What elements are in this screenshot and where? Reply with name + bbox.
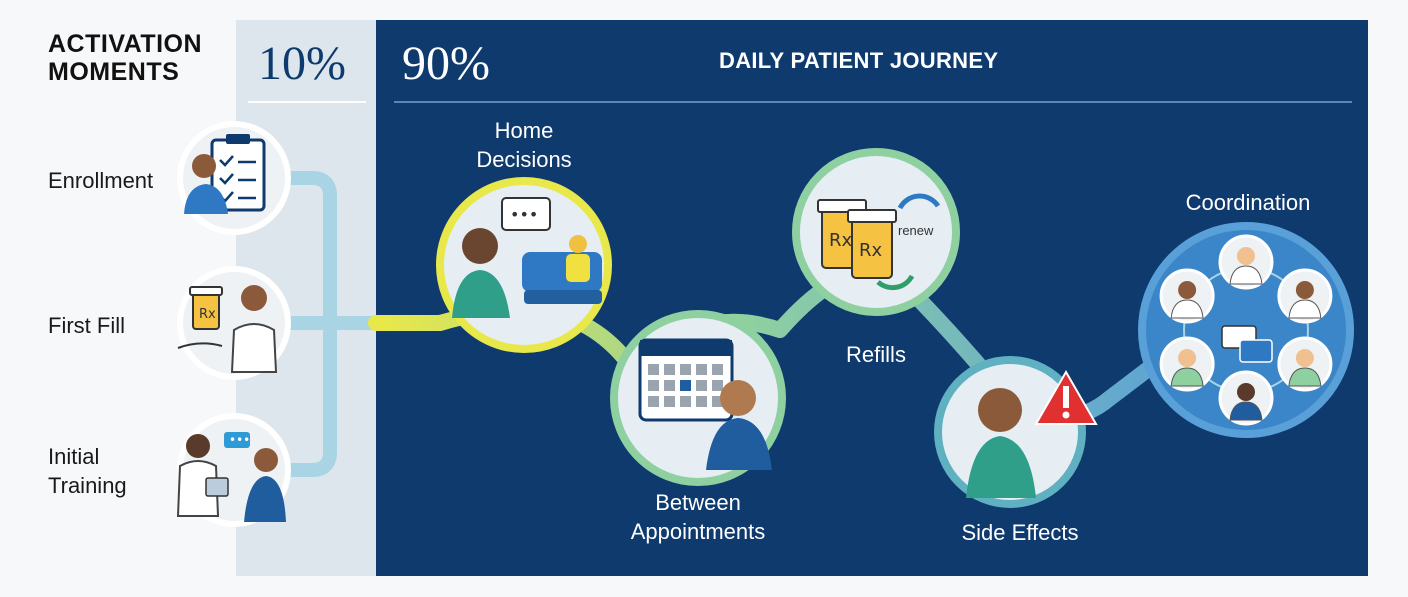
calendar-day-cell — [648, 364, 659, 375]
care-team-member-icon — [1277, 336, 1333, 392]
coordination-label: Coordination — [1185, 190, 1311, 215]
initial-training-label-line2: Training — [48, 473, 127, 498]
care-team-member-icon — [1218, 234, 1274, 290]
activation-title-line1: ACTIVATION — [48, 30, 203, 58]
calendar-day-cell — [712, 364, 723, 375]
between-appointments-person — [706, 380, 772, 470]
calendar-day-cell — [680, 396, 691, 407]
between-appointments-label-line2: Appointments — [630, 519, 766, 544]
calendar-day-cell — [712, 380, 723, 391]
care-team-member-icon — [1159, 336, 1215, 392]
care-team-network — [1159, 234, 1333, 426]
activation-connector — [283, 171, 387, 477]
svg-text:•••: ••• — [510, 205, 538, 224]
enrollment-label: Enrollment — [48, 168, 154, 193]
activation-title-line2: MOMENTS — [48, 58, 180, 86]
svg-text:Rx: Rx — [829, 230, 853, 251]
home-decisions-circle: ••• — [436, 177, 612, 353]
refills-renew-text: renew — [898, 223, 934, 238]
svg-text:•••: ••• — [229, 433, 250, 447]
refills-label: Refills — [846, 342, 906, 367]
first-fill-label: First Fill — [48, 313, 125, 338]
calendar-grid — [648, 364, 723, 407]
care-team-member-icon — [1218, 370, 1274, 426]
activation-divider — [248, 101, 366, 103]
first-fill-prescription-icon: Rx — [177, 266, 291, 380]
calendar-day-cell — [648, 380, 659, 391]
calendar-day-cell — [664, 396, 675, 407]
enrollment-clipboard-icon — [177, 121, 291, 235]
svg-text:Rx: Rx — [199, 307, 216, 322]
home-decisions-label: Home Decisions — [444, 116, 604, 174]
calendar-day-cell — [696, 364, 707, 375]
calendar-day-cell — [696, 396, 707, 407]
side-effects-circle — [934, 356, 1098, 508]
care-team-member-icon — [1159, 268, 1215, 324]
side-effects-label: Side Effects — [961, 520, 1079, 545]
between-appointments-label: Between Appointments — [600, 488, 796, 546]
calendar-day-cell — [696, 380, 707, 391]
calendar-day-cell — [648, 396, 659, 407]
initial-training-icon: ••• — [176, 413, 291, 527]
initial-training-label-line1: Initial — [48, 444, 100, 469]
activation-percentage: 10% — [258, 37, 346, 90]
initial-training-label: Initial Training — [48, 442, 127, 500]
svg-text:Rx: Rx — [859, 240, 883, 261]
home-decisions-label-line2: Decisions — [476, 147, 572, 172]
calendar-day-cell — [664, 380, 675, 391]
between-appointments-label-line1: Between — [655, 490, 741, 515]
calendar-day-cell — [664, 364, 675, 375]
calendar-day-cell — [680, 364, 691, 375]
journey-percentage: 90% — [402, 37, 490, 90]
activation-title: ACTIVATION MOMENTS — [48, 30, 202, 86]
coordination-chat-icon — [1221, 325, 1273, 363]
journey-divider — [394, 101, 1352, 103]
care-team-member-icon — [1277, 268, 1333, 324]
journey-title: DAILY PATIENT JOURNEY — [719, 48, 999, 73]
home-decisions-label-line1: Home — [494, 118, 554, 143]
refills-circle: Rx Rx renew — [792, 148, 960, 316]
calendar-day-cell — [712, 396, 723, 407]
calendar-day-cell — [680, 380, 691, 391]
